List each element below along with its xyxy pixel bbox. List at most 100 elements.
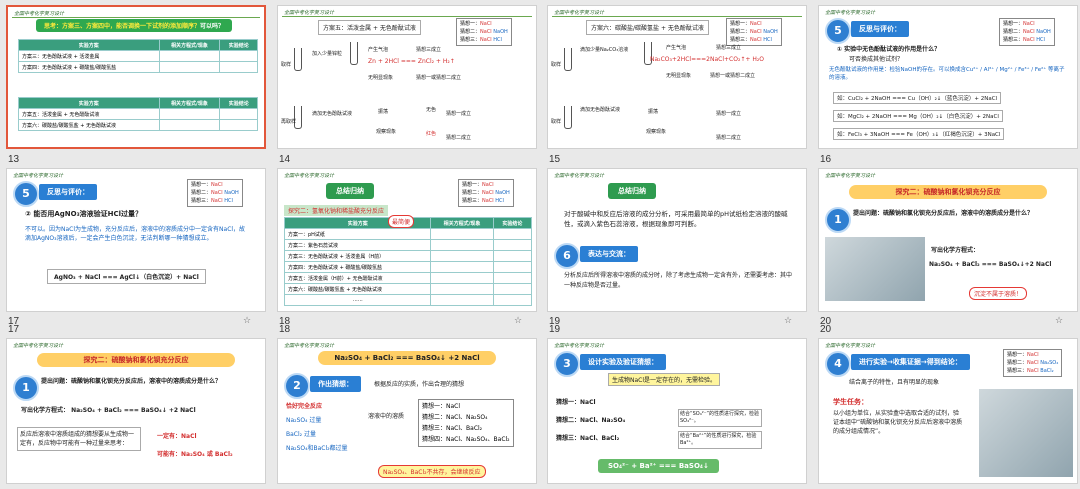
slide-header: 全国中考化学复习设计 — [284, 10, 335, 16]
slide-number: 18 — [279, 316, 291, 327]
section-icon: 1 — [825, 207, 851, 233]
lab-photo — [979, 389, 1073, 477]
slide-header: 全国中考化学复习设计 — [13, 173, 64, 179]
label: 红色 — [426, 131, 437, 137]
subtitle: 结合离子的特性，且有明显的现象 — [849, 379, 940, 386]
star-icon[interactable]: ☆ — [1055, 316, 1064, 326]
section-title: 反思与评价： — [851, 21, 909, 37]
equation-banner: Na₂SO₄ + BaCl₂ === BaSO₄↓ +2 NaCl — [318, 351, 496, 365]
lab-photo — [825, 237, 925, 301]
slide-23[interactable]: 全国中考化学复习设计 3 设计实验及验证猜想： 生成物NaCl是一定存在的，无需… — [547, 338, 807, 484]
label: 滴加无色酚酞试液 — [312, 111, 353, 117]
star-icon[interactable]: ☆ — [514, 316, 523, 326]
subtitle: 根据反应的实质，作出合理的猜想 — [374, 381, 465, 388]
label: 产生气泡 — [368, 47, 389, 53]
slide-header: 全国中考化学复习设计 — [13, 343, 64, 349]
slide-header: 全国中考化学复习设计 — [554, 343, 605, 349]
may-have: 可能有：Na₂SO₄ 或 BaCl₂ — [157, 451, 233, 458]
guess-2: 猜想二：NaCl、Na₂SO₄ — [556, 417, 626, 424]
test-tube — [294, 48, 302, 71]
case: Na₂SO₄和BaCl₂都过量 — [286, 445, 348, 452]
label: 无明显现象 — [666, 73, 692, 79]
slide-16[interactable]: 全国中考化学复习设计 5 反思与评价： 猜想一：NaCl 猜想二：NaCl Na… — [818, 5, 1078, 149]
guess-box: 猜想一：NaCl 猜想二：NaCl NaOH 猜想三：NaCl HCl — [187, 179, 243, 207]
guess-1: 猜想一：NaCl — [556, 399, 596, 406]
test-tube — [564, 106, 572, 129]
label: 取样 — [551, 119, 562, 125]
section-icon: 2 — [284, 373, 310, 399]
ion-equation: SO₄²⁻ + Ba²⁺ === BaSO₄↓ — [598, 459, 719, 473]
test-tube — [294, 106, 302, 129]
answer: 无色酚酞试液的作用是：检验NaOH的存在。可以换成含Cu²⁺ / Al³⁺ / … — [829, 67, 1065, 81]
explore-banner: 探究二：硫酸钠和氯化钡充分反应 — [37, 353, 235, 367]
top-note: 生成物NaCl是一定存在的，无需检验。 — [608, 373, 721, 386]
section-title: 进行实验→收集证据→得到结论： — [851, 354, 970, 370]
section-title: 反思与评价： — [39, 184, 97, 200]
label: 滴加无色酚酞试液 — [580, 107, 621, 113]
section-title: 设计实验及验证猜想： — [580, 354, 666, 370]
label: 取样 — [551, 62, 562, 68]
scheme-label: 方案六：碳酸盐/碳酸氢盐 + 无色酚酞试液 — [586, 20, 709, 35]
slide-13[interactable]: 全国中考化学复习设计 思考：方案三、方案四中，能否调换一下试剂的添加顺序？可以吗… — [6, 5, 266, 149]
equation: 如：MgCl₂ + 2NaOH === Mg（OH）₂↓（白色沉淀）+ 2NaC… — [833, 110, 1003, 122]
slide-number: 16 — [820, 154, 832, 165]
case: 恰好完全反应 — [286, 403, 323, 410]
callout: 最简便 — [388, 215, 415, 228]
slide-15[interactable]: 全国中考化学复习设计 方案六：碳酸盐/碳酸氢盐 + 无色酚酞试液 猜想一：NaC… — [547, 5, 807, 149]
equation: Na₂SO₄ + BaCl₂ === BaSO₄↓ +2 NaCl — [71, 407, 196, 414]
section-icon: 5 — [825, 18, 851, 44]
slide-header: 全国中考化学复习设计 — [554, 173, 605, 179]
guess-box: 猜想一：NaCl 猜想二：NaCl Na₂SO₄ 猜想三：NaCl BaCl₂ — [1003, 349, 1063, 377]
slide-number: 20 — [820, 324, 832, 335]
guess-list: 猜想一：NaCl 猜想二：NaCl、Na₂SO₄ 猜想三：NaCl、BaCl₂ … — [418, 399, 514, 447]
slide-number: 14 — [279, 154, 291, 165]
task-text: 以小组为单位，从实验盒中选取合适的试剂，验证本组中“硫酸钠和氯化钡充分反应后溶液… — [833, 410, 963, 435]
hint-box: 反应后溶液中溶质组成的猜想要从生成物一定有，反应物中可能有一种过量来思考： — [17, 427, 141, 451]
star-icon[interactable]: ☆ — [243, 316, 252, 326]
equation-label: 写出化学方程式： — [21, 407, 70, 414]
slide-header: 全国中考化学复习设计 — [825, 173, 876, 179]
plan-table-b: 实验方案相关方程式/现象实验结论 方案五：活泼金属 + 无色酚酞试液 方案六：碳… — [18, 97, 258, 131]
slide-21[interactable]: 全国中考化学复习设计 探究二：硫酸钠和氯化钡充分反应 1 提出问题：硫酸钠和氯化… — [6, 338, 266, 484]
question: 提出问题：硫酸钠和氯化钡充分反应后，溶液中的溶质成分是什么？ — [41, 378, 222, 385]
slide-number: 13 — [8, 154, 20, 165]
header-line — [12, 17, 260, 18]
slide-header: 全国中考化学复习设计 — [825, 10, 876, 16]
equation: AgNO₃ + NaCl === AgCl↓（白色沉淀）+ NaCl — [47, 269, 206, 284]
label: 滴加少量Na₂CO₃溶液 — [580, 47, 629, 53]
slide-18[interactable]: 全国中考化学复习设计 总结归纳 猜想一：NaCl 猜想二：NaCl NaOH 猜… — [277, 168, 537, 312]
plan-table-a: 实验方案相关方程式/现象实验结论 方案三：无色酚酞试液 + 活泼金属 方案四：无… — [18, 39, 258, 73]
section-title: 总结归纳 — [608, 183, 656, 199]
slide-number: 18 — [279, 324, 291, 335]
summary-table: 实验方案相关方程式/现象实验结论 方案一：pH试纸 方案二：紫色石蕊试液 方案三… — [283, 217, 533, 306]
guess-box: 猜想一：NaCl 猜想二：NaCl NaOH 猜想三：NaCl HCl — [458, 179, 514, 207]
label: 振荡 — [378, 109, 389, 115]
label: 猜想三成立 — [716, 45, 742, 51]
slide-17[interactable]: 全国中考化学复习设计 5 反思与评价： 猜想一：NaCl 猜想二：NaCl Na… — [6, 168, 266, 312]
slide-header: 全国中考化学复习设计 — [284, 173, 335, 179]
section-icon: 5 — [13, 181, 39, 207]
note-bubble: 沉淀不属于溶质！ — [969, 287, 1028, 300]
section-icon: 4 — [825, 351, 851, 377]
slide-number: 15 — [549, 154, 561, 165]
slide-header: 全国中考化学复习设计 — [825, 343, 876, 349]
scheme-label: 方案五：活泼金属 + 无色酚酞试液 — [318, 20, 421, 35]
case: BaCl₂ 过量 — [286, 431, 316, 438]
star-icon[interactable]: ☆ — [784, 316, 793, 326]
label: 产生气泡 — [666, 45, 687, 51]
slide-header: 全国中考化学复习设计 — [554, 10, 605, 16]
slide-20[interactable]: 全国中考化学复习设计 探究二：硫酸钠和氯化钡充分反应 1 提出问题：硫酸钠和氯化… — [818, 168, 1078, 312]
slide-24[interactable]: 全国中考化学复习设计 4 进行实验→收集证据→得到结论： 猜想一：NaCl 猜想… — [818, 338, 1078, 484]
task-label: 学生任务： — [833, 398, 868, 406]
slide-19[interactable]: 全国中考化学复习设计 总结归纳 对于酸碱中和反应后溶液的成分分析，可采用最简单的… — [547, 168, 807, 312]
slide-22[interactable]: 全国中考化学复习设计 Na₂SO₄ + BaCl₂ === BaSO₄↓ +2 … — [277, 338, 537, 484]
equation-label: 写出化学方程式： — [931, 247, 980, 254]
section-icon: 6 — [554, 243, 580, 269]
label: 猜想一成立 — [446, 111, 472, 117]
slide-14[interactable]: 全国中考化学复习设计 方案五：活泼金属 + 无色酚酞试液 猜想一：NaCl 猜想… — [277, 5, 537, 149]
label: 观察现象 — [376, 129, 397, 135]
slide-number: 19 — [549, 324, 561, 335]
question: 提出问题：硫酸钠和氯化钡充分反应后，溶液中的溶质成分是什么？ — [853, 210, 1034, 217]
note-bubble: Na₂SO₄、BaCl₂不共存，会继续反应 — [378, 465, 486, 478]
guess-box: 猜想一：NaCl 猜想二：NaCl NaOH 猜想三：NaCl HCl — [456, 18, 512, 46]
